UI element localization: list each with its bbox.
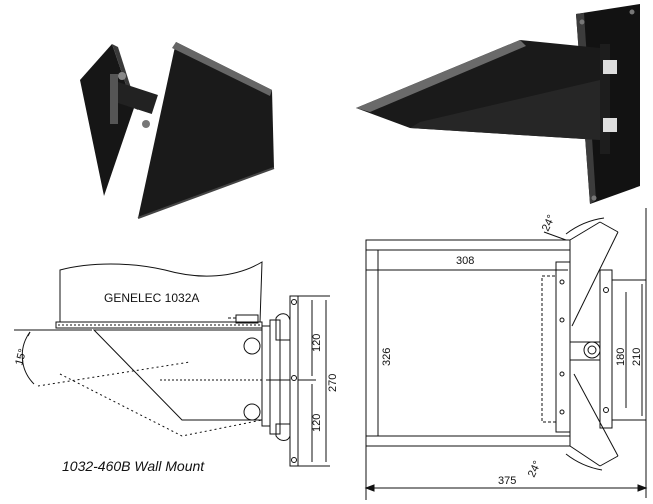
speaker-body bbox=[365, 239, 571, 447]
dimension-lower-120: 120 bbox=[311, 414, 323, 432]
speaker-outline bbox=[59, 261, 263, 323]
wall-plate bbox=[80, 44, 134, 196]
dimension-swivel-bottom: 24° bbox=[526, 459, 544, 479]
dimension-plate-210: 210 bbox=[631, 348, 643, 366]
dimension-width-308: 308 bbox=[456, 255, 474, 267]
dimension-tilt-angle: 15° bbox=[13, 348, 29, 367]
bracket-photo-left bbox=[80, 42, 275, 219]
side-view-drawing bbox=[14, 261, 330, 467]
bracket-photo-right bbox=[356, 4, 640, 204]
dimension-upper-120: 120 bbox=[311, 334, 323, 352]
top-view-drawing bbox=[364, 208, 648, 500]
speaker-label: GENELEC 1032A bbox=[104, 291, 199, 305]
dimension-swivel-top: 24° bbox=[540, 213, 558, 233]
dimension-depth-326: 326 bbox=[381, 348, 393, 366]
shelf-wedge bbox=[92, 329, 263, 421]
speaker-shelf bbox=[138, 42, 274, 218]
dimension-overall-375: 375 bbox=[498, 475, 516, 487]
dimension-plate-180: 180 bbox=[615, 348, 627, 366]
dimension-total-270: 270 bbox=[327, 374, 339, 392]
diagram-caption: 1032-460B Wall Mount bbox=[62, 458, 205, 474]
